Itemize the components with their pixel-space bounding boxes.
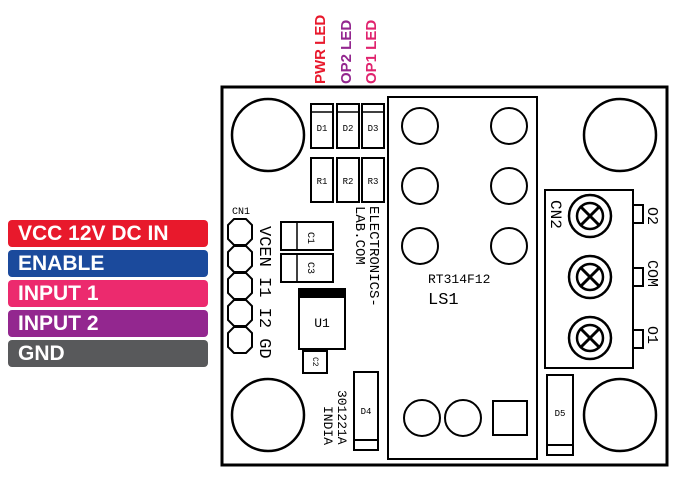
lab-text: LAB.COM	[351, 206, 367, 265]
d1-label: D1	[317, 124, 328, 134]
op1-led-label: OP1 LED	[363, 19, 380, 84]
d5-label: D5	[555, 409, 566, 419]
d2-label: D2	[343, 124, 354, 134]
resistor-r3: R3	[361, 157, 385, 203]
cn2-label: CN2	[546, 200, 564, 229]
led-d1: D1	[310, 103, 334, 149]
pin-label-vcc: VCC 12V DC IN	[8, 220, 208, 247]
electronics-text: ELECTRONICS-	[365, 206, 381, 307]
relay-ls1: RT314F12 LS1	[387, 96, 538, 460]
d4-label: D4	[361, 407, 372, 417]
mounting-hole-top-left	[230, 97, 306, 173]
resistor-r1: R1	[310, 157, 334, 203]
c1-label: C1	[304, 232, 315, 244]
r1-label: R1	[317, 177, 328, 187]
led-d3: D3	[361, 103, 385, 149]
com-label: COM	[643, 260, 660, 287]
screw-o1	[567, 315, 613, 361]
resistor-r2: R2	[336, 157, 360, 203]
pin-label-input2: INPUT 2	[8, 310, 208, 337]
relay-part-number: RT314F12	[428, 272, 490, 287]
d3-label: D3	[368, 124, 379, 134]
pin-label-enable: ENABLE	[8, 250, 208, 277]
regulator-u1: U1	[298, 288, 346, 350]
screw-com	[567, 254, 613, 300]
pin-label-input1: INPUT 1	[8, 280, 208, 307]
relay-reference: LS1	[428, 291, 459, 310]
screw-o2	[567, 193, 613, 239]
u1-label: U1	[314, 316, 330, 331]
code-text: 301221A	[334, 390, 349, 445]
terminal-block-cn2: CN2	[544, 189, 644, 369]
r3-label: R3	[368, 177, 379, 187]
connector-cn1	[227, 218, 253, 354]
cn1-pin-labels: VCEN I1 I2 GD	[254, 226, 273, 359]
diode-d4: D4	[353, 371, 379, 451]
diode-d5: D5	[546, 374, 574, 456]
country-text: INDIA	[320, 406, 335, 445]
capacitor-c1: C1	[280, 221, 334, 251]
op2-led-label: OP2 LED	[338, 19, 355, 84]
o1-label: O1	[643, 326, 660, 344]
capacitor-c2: C2	[302, 350, 328, 374]
capacitor-c3: C3	[280, 253, 334, 283]
pin-label-gnd: GND	[8, 340, 208, 367]
r2-label: R2	[343, 177, 354, 187]
c3-label: C3	[304, 262, 315, 274]
c2-label: C2	[310, 357, 319, 367]
mounting-hole-top-right	[582, 97, 658, 173]
cn1-label: CN1	[232, 207, 250, 218]
o2-label: O2	[643, 207, 660, 225]
led-d2: D2	[336, 103, 360, 149]
mounting-hole-bottom-right	[582, 377, 658, 453]
mounting-hole-bottom-left	[230, 377, 306, 453]
pwr-led-label: PWR LED	[312, 14, 329, 84]
